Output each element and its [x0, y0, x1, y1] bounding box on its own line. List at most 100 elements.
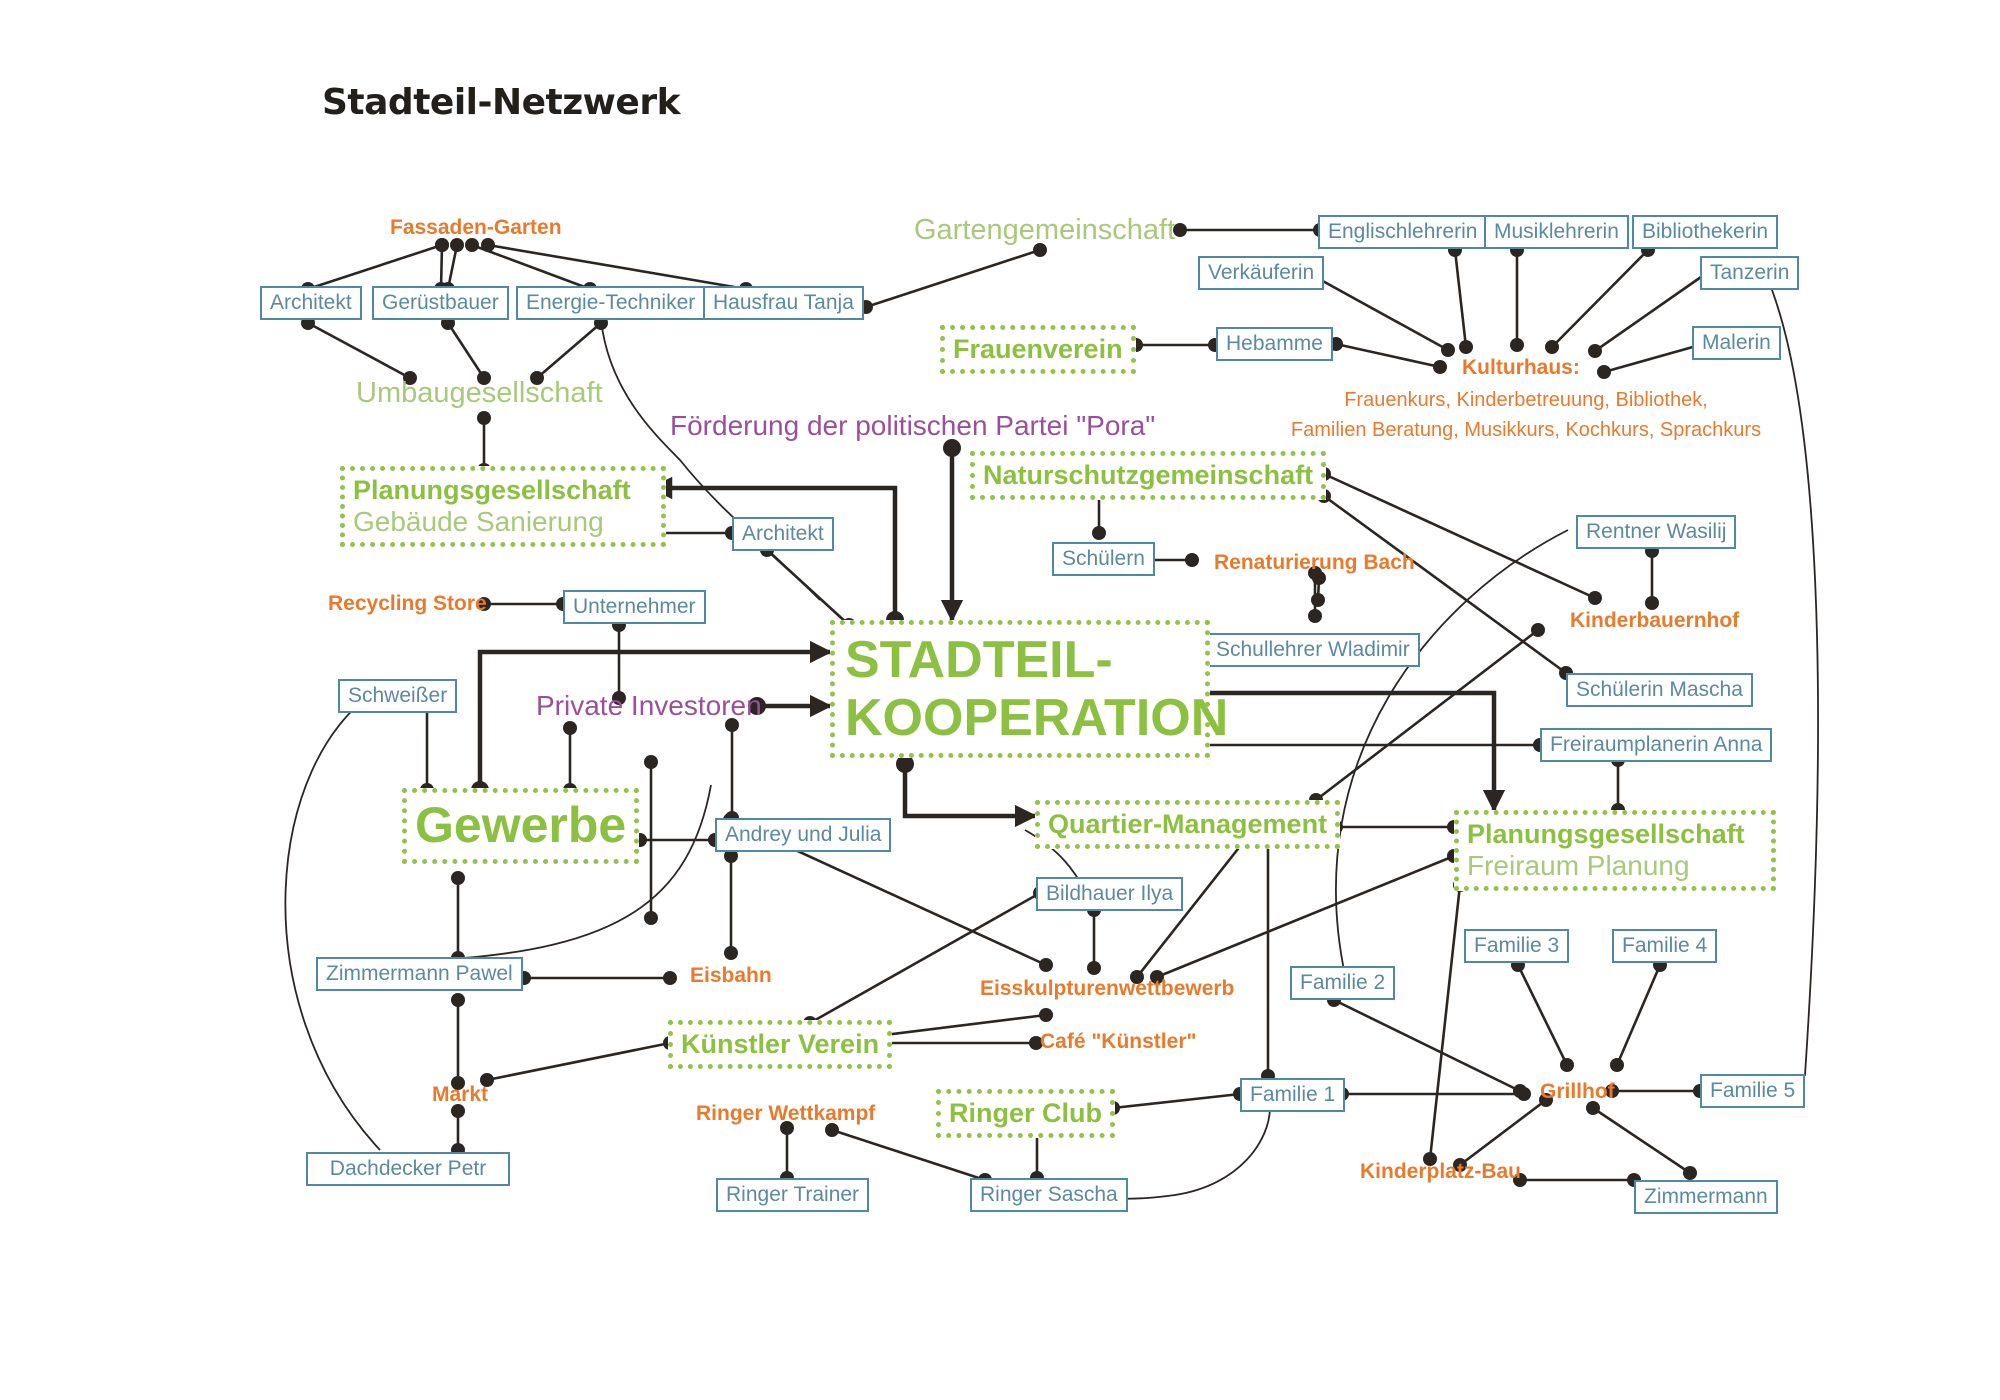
node-planungsgesellschaft-gebaeude: Planungsgesellschaft Gebäude Sanierung: [340, 466, 666, 548]
connection-dot: [644, 755, 658, 769]
connection-dot: [451, 1076, 465, 1090]
connection-dot: [1610, 1058, 1624, 1072]
connection-dot: [1308, 609, 1322, 623]
connection-dot: [724, 849, 738, 863]
node-kuenstler-verein: Künstler Verein: [668, 1020, 893, 1070]
node-tanzerin: Tanzerin: [1700, 256, 1800, 291]
node-familie-3: Familie 3: [1464, 929, 1570, 964]
node-energie-techniker: Energie-Techniker: [516, 286, 706, 321]
connection-dot: [1312, 571, 1326, 585]
connection-dot: [477, 371, 491, 385]
connection-line: [536, 322, 602, 379]
connection-line: [1156, 854, 1455, 979]
connection-line: [865, 248, 1041, 309]
node-familie-4: Familie 4: [1612, 929, 1718, 964]
node-umbaugesellschaft: Umbaugesellschaft: [356, 377, 603, 409]
stadteil-kooperation-line-2: KOOPERATION: [845, 689, 1229, 748]
kulturhaus-desc-line-1: Frauenkurs, Kinderbetreuung, Bibliothek,: [1344, 389, 1708, 411]
node-dachdecker-petr: Dachdecker Petr: [306, 1152, 510, 1187]
node-gewerbe: Gewerbe: [402, 788, 640, 864]
planungsgesellschaft-1-label: Planungsgesellschaft: [353, 475, 631, 505]
node-musiklehrerin: Musiklehrerin: [1484, 215, 1629, 250]
connection-dot: [451, 1104, 465, 1118]
connection-dot: [1560, 1058, 1574, 1072]
connection-line: [1516, 964, 1569, 1066]
connection-dot: [450, 238, 464, 252]
connection-dot: [1513, 1084, 1527, 1098]
connection-line: [307, 243, 443, 291]
node-frauenverein: Frauenverein: [940, 325, 1136, 375]
node-architekt-top: Architekt: [260, 286, 362, 321]
planungsgesellschaft-2-sub: Freiraum Planung: [1467, 850, 1690, 882]
connection-dot: [896, 755, 914, 773]
node-cafe-kuenstler: Café "Künstler": [1040, 1030, 1197, 1053]
node-eisskulpturenwettbewerb: Eisskulpturenwettbewerb: [980, 977, 1235, 1000]
node-zimmermann: Zimmermann: [1634, 1180, 1778, 1215]
node-kinderbauernhof: Kinderbauernhof: [1570, 609, 1740, 632]
node-architekt-mid: Architekt: [732, 517, 834, 552]
connection-dot: [480, 1073, 494, 1087]
arrow-line: [1191, 690, 1506, 813]
connection-line: [1551, 249, 1649, 348]
connection-dot: [477, 411, 491, 425]
connection-dot: [1087, 961, 1101, 975]
connection-dot: [1092, 526, 1106, 540]
connection-dot: [663, 971, 677, 985]
page-title: Stadteil-Netzwerk: [322, 82, 681, 123]
connection-line: [1323, 472, 1596, 600]
connection-line: [831, 1128, 986, 1182]
connection-dot: [1433, 360, 1447, 374]
connection-dot: [563, 721, 577, 735]
node-private-investoren: Private Investoren: [536, 690, 762, 721]
node-fassaden-garten: Fassaden-Garten: [390, 216, 562, 239]
connection-dot: [1039, 1008, 1053, 1022]
node-rentner-wasilij: Rentner Wasilij: [1576, 515, 1737, 550]
connection-line: [1594, 268, 1712, 353]
node-andrey-julia: Andrey und Julia: [715, 818, 892, 853]
connection-dot: [465, 238, 479, 252]
connection-line: [1615, 964, 1662, 1066]
connection-line: [1459, 1098, 1547, 1167]
connection-dot: [1586, 1101, 1600, 1115]
connection-dot: [1441, 343, 1455, 357]
connection-dot: [725, 718, 739, 732]
connection-line: [883, 1013, 1047, 1037]
connection-dot: [1029, 1036, 1043, 1050]
kulturhaus-description: Frauenkurs, Kinderbetreuung, Bibliothek,…: [1276, 385, 1776, 445]
node-eisbahn: Eisbahn: [690, 964, 772, 987]
connection-line: [809, 891, 1041, 1025]
connection-line: [1112, 1092, 1241, 1110]
connection-line: [1428, 884, 1462, 1160]
connection-dot: [612, 691, 626, 705]
node-markt: Markt: [432, 1083, 489, 1106]
connection-dot: [825, 1123, 839, 1137]
connection-line: [1323, 494, 1567, 675]
node-freiraumplanerin-anna: Freiraumplanerin Anna: [1540, 728, 1773, 763]
node-quartier-management: Quartier-Management: [1035, 800, 1341, 850]
connection-line: [1592, 1106, 1691, 1175]
connection-dot: [1150, 970, 1164, 984]
connection-dot: [451, 993, 465, 1007]
connection-line: [307, 321, 411, 380]
connection-line: [1309, 272, 1449, 352]
node-stadteil-kooperation: STADTEIL- KOOPERATION: [830, 620, 1229, 759]
connection-line: [486, 1041, 671, 1082]
planungsgesellschaft-1-sub: Gebäude Sanierung: [353, 506, 604, 538]
arrow-line: [477, 640, 833, 790]
node-familie-2: Familie 2: [1290, 966, 1396, 1001]
connection-dot: [1130, 970, 1144, 984]
connection-dot: [403, 371, 417, 385]
connection-dot: [943, 439, 961, 457]
connection-dot: [451, 871, 465, 885]
connection-dot: [1588, 591, 1602, 605]
node-unternehmer: Unternehmer: [563, 590, 706, 625]
node-planungsgesellschaft-freiraum: Planungsgesellschaft Freiraum Planung: [1454, 810, 1776, 892]
connection-dot: [1645, 596, 1659, 610]
node-schweisser: Schweißer: [338, 679, 458, 714]
node-verkaeuferin: Verkäuferin: [1198, 256, 1325, 291]
connection-dot: [748, 697, 766, 715]
connection-line: [439, 244, 444, 290]
connection-dot: [435, 238, 449, 252]
node-ringer-club: Ringer Club: [936, 1089, 1115, 1139]
connection-dot: [1311, 593, 1325, 607]
